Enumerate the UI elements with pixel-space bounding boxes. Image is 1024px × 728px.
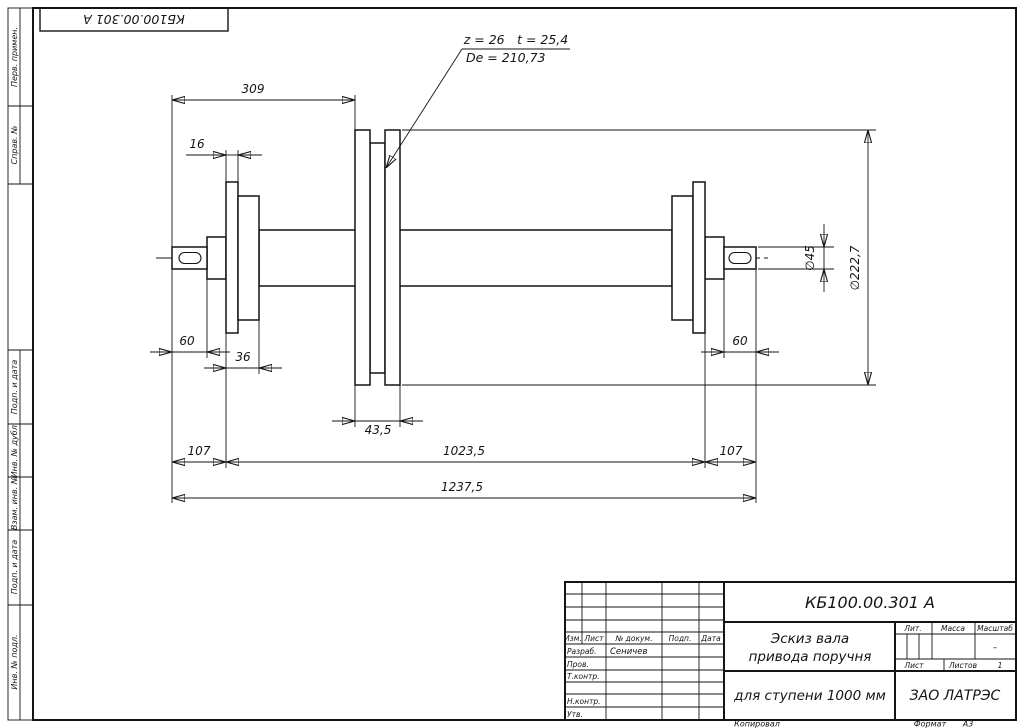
dim-dia-45-label: ∅45 <box>803 245 817 271</box>
right-step <box>704 236 725 280</box>
stamp-vzam-inv: Взам. инв. № <box>10 476 19 530</box>
sprocket-note-line2: De = 210,73 <box>466 50 546 65</box>
col-ndoc: № докум. <box>615 634 653 643</box>
tkontr-label: Т.контр. <box>567 672 600 681</box>
shaft-barrel <box>258 229 673 287</box>
extension-lines <box>171 95 876 503</box>
dimension-1023-5: 1023,5 <box>226 444 705 462</box>
stamp-inv-dubl: Инв. № дубл. <box>10 423 19 478</box>
dimension-dia-222-7: ∅222,7 <box>848 130 868 385</box>
dimension-16: 16 <box>186 137 262 155</box>
stamp-podp-data-2: Подп. и дата <box>10 540 19 595</box>
dimension-60-left: 60 <box>150 334 230 352</box>
lit-label: Лит. <box>903 624 921 633</box>
left-keyway <box>178 251 202 265</box>
dim-60-right-label: 60 <box>732 334 748 348</box>
razrab-value: Сеничев <box>610 647 648 657</box>
dim-dia-222-7-label: ∅222,7 <box>848 245 862 290</box>
dim-1237-5-label: 1237,5 <box>441 480 483 494</box>
left-wheel-disc <box>225 181 239 334</box>
stamp-perv-primen: Перв. примен. <box>10 27 19 87</box>
utv-label: Утв. <box>567 710 583 719</box>
listov-value: 1 <box>998 661 1003 670</box>
top-docnumber-box <box>39 7 229 32</box>
dim-16-label: 16 <box>189 137 205 151</box>
format-label: Формат <box>914 720 947 728</box>
sprocket-teeth <box>369 142 386 374</box>
subtitle: для ступени 1000 мм <box>733 688 886 704</box>
massa-label: Масса <box>941 624 965 633</box>
dim-43-5-label: 43,5 <box>365 423 392 437</box>
listov-label: Листов <box>948 661 977 670</box>
prov-label: Пров. <box>567 660 589 669</box>
title-line2: привода поручня <box>749 649 872 665</box>
dimension-309: 309 <box>172 82 355 100</box>
dim-107-right-label: 107 <box>720 444 743 458</box>
col-izm: Изм. <box>564 634 582 643</box>
col-podp: Подп. <box>669 634 692 643</box>
left-step <box>206 236 227 280</box>
top-docnumber-rotated: КБ100.00.301 А <box>83 12 185 27</box>
dimension-43-5: 43,5 <box>332 421 423 437</box>
copied-label: Копировал <box>734 720 780 728</box>
masshtab-label: Масштаб <box>977 624 1013 633</box>
title-line1: Эскиз вала <box>770 631 849 647</box>
sprocket-flange-right <box>384 129 401 386</box>
dimension-107-right: 107 <box>705 444 756 462</box>
right-wheel-hub <box>671 195 694 321</box>
dimension-1237-5: 1237,5 <box>172 480 756 498</box>
dim-309-label: 309 <box>242 82 265 96</box>
col-data: Дата <box>700 634 721 643</box>
dimension-107-left: 107 <box>172 444 226 462</box>
dim-107-left-label: 107 <box>188 444 211 458</box>
nkontr-label: Н.контр. <box>567 697 601 706</box>
list-label: Лист <box>903 661 924 670</box>
dimension-36: 36 <box>204 350 282 368</box>
masshtab-value: – <box>993 643 997 653</box>
dimension-60-right: 60 <box>701 334 779 352</box>
stamp-podp-data-1: Подп. и дата <box>10 360 19 415</box>
shaft-drawing <box>171 129 757 386</box>
company-name: ЗАО ЛАТРЭС <box>910 688 1001 704</box>
sprocket-flange-left <box>354 129 371 386</box>
left-wheel-hub <box>237 195 260 321</box>
dim-36-label: 36 <box>235 350 251 364</box>
col-list: Лист <box>583 634 604 643</box>
dim-60-left-label: 60 <box>179 334 195 348</box>
dim-1023-5-label: 1023,5 <box>443 444 485 458</box>
sprocket-leader-note: z = 26 t = 25,4 De = 210,73 <box>386 32 570 168</box>
margin-stamps: Перв. примен. Справ. № Подп. и дата Инв.… <box>10 12 185 690</box>
dimension-dia-45: ∅45 <box>803 224 824 292</box>
titleblock-doc-number: КБ100.00.301 А <box>805 593 935 612</box>
stamp-sprav-no: Справ. № <box>10 126 19 165</box>
sheet-frame <box>7 7 1017 721</box>
title-block: КБ100.00.301 А Изм. Лист № докум. Подп. … <box>564 581 1017 721</box>
right-keyway <box>728 251 752 265</box>
right-wheel-disc <box>692 181 706 334</box>
footer-labels: Копировал Формат А3 <box>734 720 973 728</box>
sprocket-note-line1: z = 26 t = 25,4 <box>463 32 569 47</box>
format-value: А3 <box>962 720 974 728</box>
razrab-label: Разраб. <box>567 647 596 656</box>
stamp-inv-podl: Инв. № подл. <box>10 634 19 689</box>
